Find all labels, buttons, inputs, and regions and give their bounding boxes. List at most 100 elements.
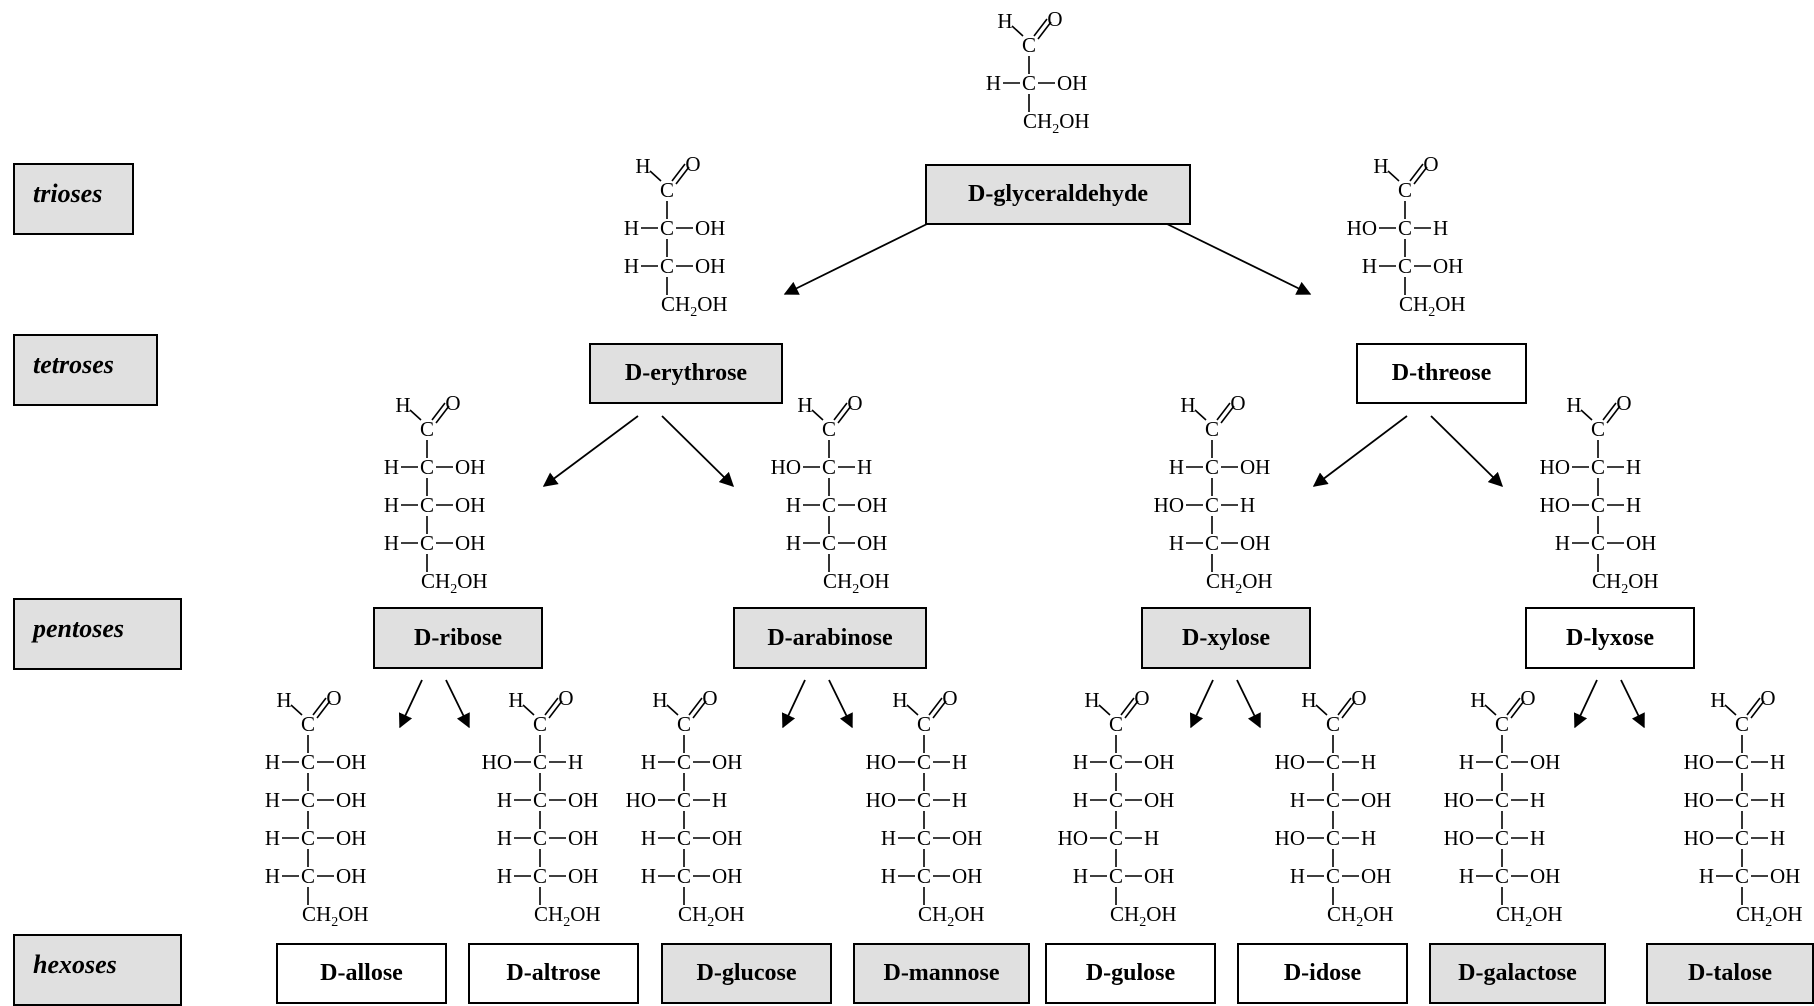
chiral-carbon: C <box>420 493 434 517</box>
bond-o-2 <box>548 700 563 719</box>
substituent-left: H <box>881 826 896 850</box>
chiral-carbon: C <box>1495 826 1509 850</box>
substituent-right: OH <box>1361 864 1391 888</box>
substituent-left: HO <box>1058 826 1088 850</box>
chiral-carbon: C <box>533 826 547 850</box>
aldehyde-o: O <box>702 686 717 710</box>
chiral-carbon: C <box>1735 826 1749 850</box>
substituent-left: HO <box>1684 788 1714 812</box>
chiral-carbon: C <box>1022 71 1036 95</box>
category-tetroses: tetroses <box>13 334 158 406</box>
bond-o-2 <box>675 166 690 185</box>
bond-o-2 <box>932 700 947 719</box>
aldehyde-h: H <box>276 688 291 712</box>
substituent-left: H <box>1362 254 1377 278</box>
chiral-carbon: C <box>420 455 434 479</box>
substituent-right: H <box>1770 750 1785 774</box>
bond-o-2 <box>1124 700 1139 719</box>
chiral-carbon: C <box>822 493 836 517</box>
box-talose: D-talose <box>1646 943 1814 1004</box>
category-hexoses: hexoses <box>13 934 182 1006</box>
box-threose: D-threose <box>1356 343 1527 404</box>
terminal-ch2oh: CH2OH <box>1399 292 1466 320</box>
substituent-left: H <box>265 788 280 812</box>
aldehyde-o: O <box>942 686 957 710</box>
chiral-carbon: C <box>677 750 691 774</box>
bond-o-2 <box>692 700 707 719</box>
bond-h <box>811 409 824 421</box>
arrow-lyxose-talose <box>1620 679 1645 729</box>
substituent-left: H <box>384 493 399 517</box>
substituent-right: OH <box>455 493 485 517</box>
chiral-carbon: C <box>1591 493 1605 517</box>
substituent-left: H <box>1073 788 1088 812</box>
aldehyde-o: O <box>1047 7 1062 31</box>
chiral-carbon: C <box>1591 455 1605 479</box>
arrow-arabinose-mannose <box>828 679 853 729</box>
box-idose: D-idose <box>1237 943 1408 1004</box>
terminal-ch2oh: CH2OH <box>1592 569 1659 597</box>
box-xylose: D-xylose <box>1141 607 1311 669</box>
substituent-right: OH <box>952 864 982 888</box>
substituent-left: H <box>1555 531 1570 555</box>
bond-h <box>1387 170 1400 182</box>
chiral-carbon: C <box>1109 826 1123 850</box>
substituent-left: HO <box>771 455 801 479</box>
bond-o <box>671 163 686 182</box>
aldehyde-c: C <box>822 417 836 441</box>
bond-h <box>906 704 919 716</box>
aldehyde-h: H <box>1301 688 1316 712</box>
aldehyde-o: O <box>1760 686 1775 710</box>
terminal-ch2oh: CH2OH <box>421 569 488 597</box>
substituent-right: H <box>1361 750 1376 774</box>
substituent-right: OH <box>857 493 887 517</box>
box-arabinose: D-arabinose <box>733 607 927 669</box>
bond-h <box>1011 25 1024 37</box>
substituent-left: H <box>384 455 399 479</box>
chiral-carbon: C <box>533 864 547 888</box>
substituent-right: H <box>1530 788 1545 812</box>
chiral-carbon: C <box>917 788 931 812</box>
aldehyde-h: H <box>1180 393 1195 417</box>
terminal-ch2oh: CH2OH <box>661 292 728 320</box>
substituent-right: OH <box>568 826 598 850</box>
aldehyde-h: H <box>1084 688 1099 712</box>
chiral-carbon: C <box>301 750 315 774</box>
chiral-carbon: C <box>1326 788 1340 812</box>
bond-h <box>1194 409 1207 421</box>
bond-o <box>1033 18 1048 37</box>
bond-o-2 <box>837 405 852 424</box>
substituent-right: OH <box>712 750 742 774</box>
aldehyde-c: C <box>1205 417 1219 441</box>
chiral-carbon: C <box>1109 788 1123 812</box>
chiral-carbon: C <box>1326 864 1340 888</box>
category-trioses: trioses <box>13 163 134 235</box>
substituent-left: HO <box>1154 493 1184 517</box>
chiral-carbon: C <box>677 826 691 850</box>
substituent-right: OH <box>1530 864 1560 888</box>
aldehyde-o: O <box>445 391 460 415</box>
substituent-left: HO <box>1275 750 1305 774</box>
substituent-left: H <box>497 788 512 812</box>
chiral-carbon: C <box>1109 750 1123 774</box>
aldehyde-c: C <box>420 417 434 441</box>
bond-o <box>833 402 848 421</box>
bond-h <box>522 704 535 716</box>
substituent-right: OH <box>336 826 366 850</box>
substituent-left: H <box>1699 864 1714 888</box>
bond-h <box>1724 704 1737 716</box>
substituent-left: H <box>786 531 801 555</box>
substituent-right: OH <box>1144 750 1174 774</box>
chiral-carbon: C <box>917 826 931 850</box>
substituent-left: HO <box>866 750 896 774</box>
aldehyde-o: O <box>326 686 341 710</box>
aldehyde-o: O <box>847 391 862 415</box>
aldehyde-c: C <box>301 712 315 736</box>
substituent-left: H <box>641 750 656 774</box>
